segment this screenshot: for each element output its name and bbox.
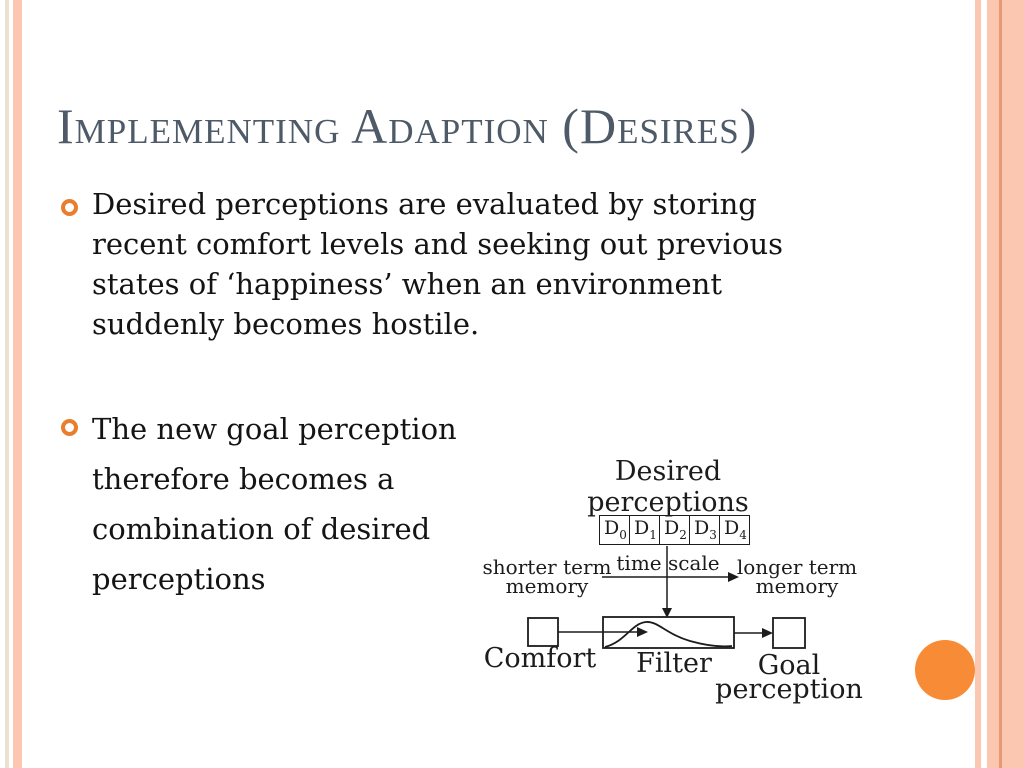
desired-perceptions-label: Desired perceptions — [587, 456, 749, 518]
right-salmon-stripe-wide — [987, 0, 1024, 768]
orange-accent-dot — [915, 640, 975, 700]
left-salmon-stripe — [13, 0, 22, 768]
arrowhead-right-icon — [637, 627, 648, 637]
bullet-ring-icon — [61, 199, 78, 216]
d-cell-0: D0 — [600, 516, 630, 544]
d-cell-sub: 1 — [649, 527, 657, 542]
arrowhead-down-icon — [662, 608, 672, 618]
left-cream-stripe — [5, 0, 9, 768]
slide-title: Implementing Adaption (Desires) — [57, 98, 758, 154]
adaption-diagram — [527, 546, 806, 649]
d-cell-base: D — [634, 517, 650, 539]
d-cell-base: D — [694, 517, 710, 539]
comfort-label: Comfort — [483, 643, 597, 674]
desired-perceptions-cells: D0 D1 D2 D3 D4 — [599, 515, 750, 545]
filter-curve — [604, 621, 733, 648]
d-cell-sub: 2 — [679, 527, 687, 542]
d-cell-sub: 3 — [709, 527, 717, 542]
bullet-text-2: The new goal perception therefore become… — [92, 412, 457, 596]
goal-box — [772, 617, 806, 649]
longer-term-memory-label: longer term memory — [736, 555, 858, 598]
right-dark-salmon-line — [999, 0, 1002, 768]
d-cell-sub: 0 — [619, 527, 627, 542]
goal-perception-label: Goal perception — [715, 650, 863, 705]
right-salmon-stripe-thin — [975, 0, 981, 768]
arrowhead-right-icon — [762, 628, 773, 638]
d-cell-base: D — [664, 517, 680, 539]
d-cell-3: D3 — [690, 516, 720, 544]
bullet-ring-icon — [61, 419, 78, 436]
comfort-box — [527, 617, 559, 647]
time-scale-label: time scale — [616, 551, 720, 575]
d-cell-base: D — [604, 517, 620, 539]
shorter-term-memory-label: shorter term memory — [482, 555, 612, 598]
bullet-text-1: Desired perceptions are evaluated by sto… — [92, 187, 784, 341]
d-cell-1: D1 — [630, 516, 660, 544]
d-cell-2: D2 — [660, 516, 690, 544]
arrowhead-right-icon — [728, 572, 739, 582]
filter-label: Filter — [636, 648, 712, 679]
d-cell-base: D — [724, 517, 740, 539]
d-cell-sub: 4 — [739, 527, 747, 542]
d-cell-4: D4 — [720, 516, 749, 544]
